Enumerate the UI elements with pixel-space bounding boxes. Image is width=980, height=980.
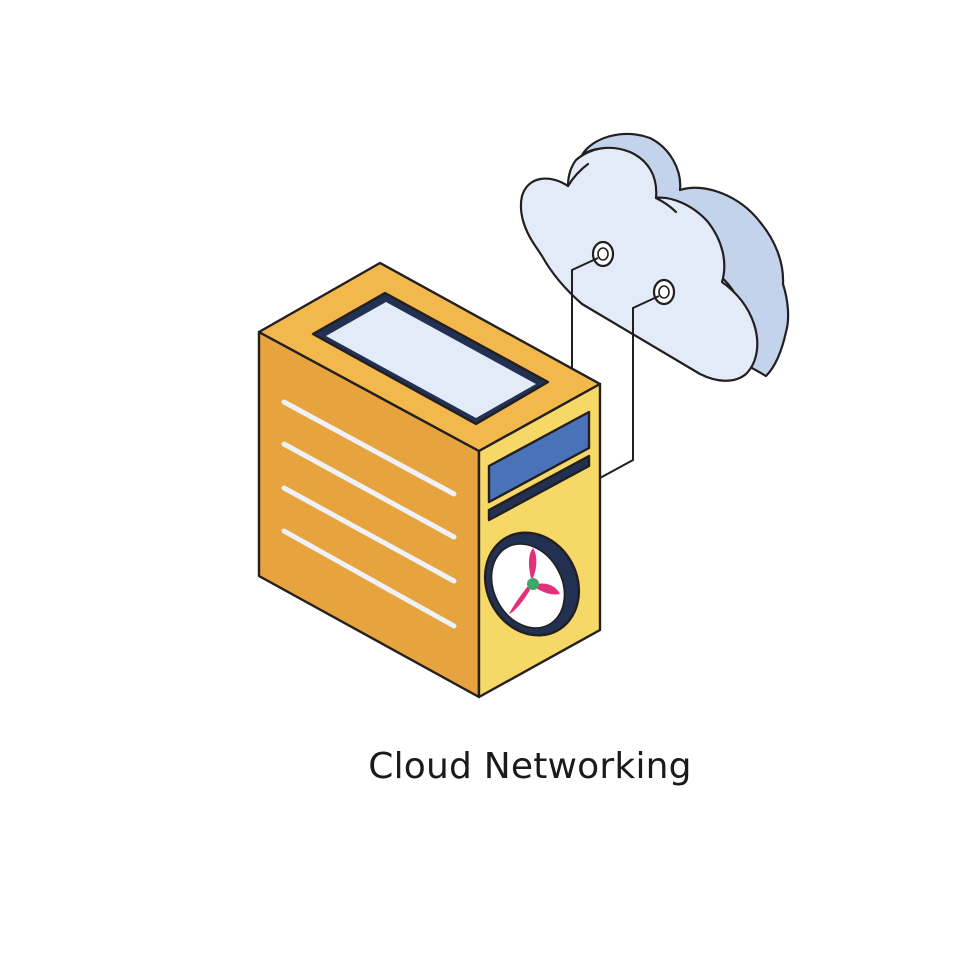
fan-blade-top bbox=[528, 548, 537, 578]
server-side-stripe-blue bbox=[487, 410, 591, 504]
caption-title: Cloud Networking bbox=[368, 746, 692, 787]
fan-blade-left bbox=[509, 586, 530, 614]
server-vent-line bbox=[281, 485, 457, 584]
network-cables bbox=[571, 257, 660, 479]
cloud-bump-line-2 bbox=[654, 196, 678, 214]
cable-right bbox=[599, 295, 660, 479]
cloud-port-right-inner bbox=[658, 285, 670, 299]
server-icon bbox=[257, 261, 602, 699]
cloud-front-face bbox=[519, 146, 759, 382]
fan-blade-right bbox=[536, 583, 560, 595]
server-vent-line bbox=[281, 441, 457, 540]
cable-left bbox=[571, 257, 599, 372]
cloud-icon bbox=[519, 132, 790, 382]
server-vent-line bbox=[281, 399, 457, 497]
server-side-stripe-dark bbox=[487, 454, 591, 522]
fan-hub bbox=[527, 578, 539, 590]
fan-icon bbox=[483, 531, 581, 637]
server-vents bbox=[281, 399, 457, 629]
server-screen bbox=[326, 302, 536, 418]
cloud-port-left-inner bbox=[597, 247, 609, 261]
server-vent-line bbox=[281, 528, 457, 629]
cloud-bump-line bbox=[566, 162, 590, 188]
